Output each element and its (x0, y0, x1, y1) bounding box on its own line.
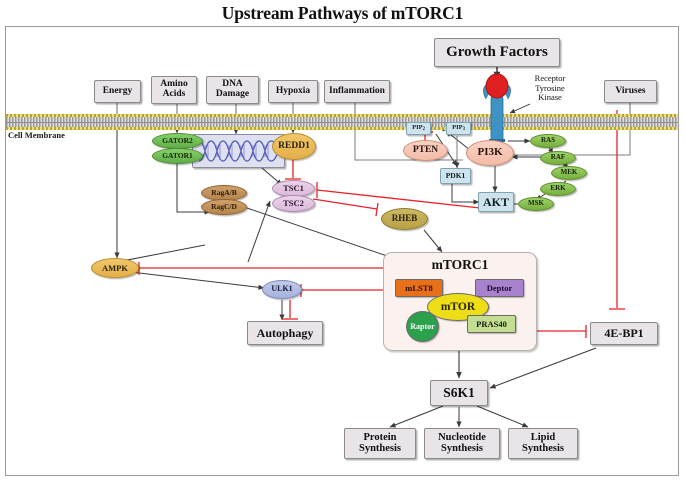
output-label-s6k1: S6K1 (443, 385, 475, 401)
rtk-label-line3: Kinase (538, 92, 562, 103)
node-label-tsc1: TSC1 (283, 183, 304, 194)
node-gator1[interactable]: GATOR1 (152, 148, 203, 164)
stimulus-box-dna-damage[interactable]: DNA Damage (206, 76, 259, 104)
node-gator2[interactable]: GATOR2 (152, 133, 203, 149)
node-label-ras: RAS (540, 136, 555, 145)
stimulus-box-viruses[interactable]: Viruses (604, 80, 657, 103)
subunit-label-deptor: Deptor (486, 283, 513, 293)
rtk-label-line2: Tyrosine (535, 82, 565, 93)
output-label-nucleotide-synthesis: Synthesis (440, 442, 483, 454)
output-box-4ebp1[interactable]: 4E-BP1 (590, 322, 658, 345)
dna-double-helix-box (192, 134, 285, 168)
stimulus-label-growth-factors: Growth Factors (446, 43, 548, 60)
membrane-outer-heads (6, 114, 678, 117)
membrane-inner-heads (6, 127, 678, 130)
output-box-protein-synthesis[interactable]: Protein Synthesis (344, 428, 416, 459)
cell-membrane-bilayer (6, 114, 678, 130)
node-label-pten: PTEN (412, 144, 439, 155)
page-title: Upstream Pathways of mTORC1 (221, 3, 464, 23)
stimulus-box-inflammation[interactable]: Inflammation (324, 80, 390, 103)
output-label-protein: Protein (363, 431, 397, 443)
node-erk[interactable]: ERK (540, 182, 576, 196)
subunit-label-raptor: Raptor (410, 322, 435, 331)
node-pten[interactable]: PTEN (403, 140, 448, 161)
node-label-rag-ab: RagA/B (211, 188, 237, 198)
rtk-label-line1: Receptor (534, 73, 566, 83)
stimulus-box-growth-factors[interactable]: Growth Factors (434, 38, 560, 67)
node-pdk1[interactable]: PDK1 (440, 168, 471, 184)
node-label-gator1: GATOR1 (162, 151, 193, 161)
node-pip3[interactable]: PIP3 (446, 122, 471, 135)
stimulus-box-amino-acids[interactable]: Amino Acids (151, 76, 197, 104)
output-label-lipid: Lipid (530, 431, 556, 443)
node-label-rheb: RHEB (391, 213, 418, 224)
receptor-tyrosine-kinase-label: Receptor Tyrosine Kinase (515, 73, 585, 103)
subunit-pras40[interactable]: PRAS40 (467, 315, 516, 333)
node-label-msk: MSK (528, 199, 544, 208)
stimulus-label-inflammation: Inflammation (329, 85, 385, 96)
stimulus-label-energy: Energy (102, 85, 133, 96)
node-tsc2[interactable]: TSC2 (272, 195, 315, 212)
subunit-label-mtor: mTOR (440, 301, 476, 313)
membrane-midline (6, 121, 678, 123)
node-rheb[interactable]: RHEB (381, 208, 428, 230)
node-pip2[interactable]: PIP2 (406, 122, 431, 135)
node-mek[interactable]: MEK (551, 166, 587, 180)
node-rag-cd[interactable]: RagC/D (201, 199, 247, 215)
node-label-erk: ERK (550, 184, 566, 193)
node-label-gator2: GATOR2 (162, 136, 193, 146)
output-label-4ebp1: 4E-BP1 (604, 326, 644, 341)
output-label-protein-synthesis: Synthesis (358, 442, 401, 454)
node-raf[interactable]: RAF (540, 151, 576, 165)
mtorc1-complex[interactable]: mTORC1 mLST8 Deptor mTOR Raptor PRAS40 (383, 252, 537, 351)
stimulus-box-energy[interactable]: Energy (94, 80, 141, 103)
node-label-mek: MEK (560, 168, 578, 177)
stimulus-label-acids: Acids (162, 89, 186, 99)
subunit-raptor[interactable]: Raptor (406, 311, 439, 342)
mtorc1-title: mTORC1 (431, 257, 489, 272)
output-box-s6k1[interactable]: S6K1 (430, 380, 488, 406)
node-label-ampk: AMPK (102, 262, 128, 273)
subunit-deptor[interactable]: Deptor (475, 279, 524, 297)
node-ampk[interactable]: AMPK (91, 258, 139, 278)
node-msk[interactable]: MSK (518, 197, 554, 211)
subunit-mlst8[interactable]: mLST8 (395, 279, 443, 297)
output-box-lipid-synthesis[interactable]: Lipid Synthesis (508, 428, 578, 459)
node-ulk1[interactable]: ULK1 (262, 280, 302, 299)
output-label-autophagy: Autophagy (256, 325, 314, 340)
node-label-pi3k: PI3K (477, 146, 503, 159)
node-label-pip3: PIP3 (452, 123, 465, 132)
node-ras[interactable]: RAS (530, 134, 566, 148)
node-label-ulk1: ULK1 (271, 284, 293, 294)
node-label-rag-cd: RagC/D (211, 202, 237, 212)
dna-helix-icon (198, 140, 279, 162)
stimulus-box-hypoxia[interactable]: Hypoxia (268, 80, 318, 103)
subunit-label-pras40: PRAS40 (476, 319, 507, 329)
node-redd1[interactable]: REDD1 (272, 133, 316, 160)
node-label-pip2: PIP2 (412, 123, 425, 132)
cell-membrane-label: Cell Membrane (8, 130, 65, 140)
output-label-lipid-synthesis: Synthesis (521, 442, 564, 454)
stimulus-label-damage: Damage (215, 89, 250, 99)
node-label-pdk1: PDK1 (445, 171, 466, 181)
node-label-raf: RAF (550, 153, 566, 162)
stimulus-label-amino: Amino (160, 79, 188, 90)
subunit-label-mlst8: mLST8 (405, 283, 433, 293)
stimulus-label-hypoxia: Hypoxia (275, 85, 311, 96)
output-box-nucleotide-synthesis[interactable]: Nucleotide Synthesis (424, 428, 500, 459)
node-label-akt: AKT (482, 194, 509, 209)
output-box-autophagy[interactable]: Autophagy (247, 321, 323, 345)
output-label-nucleotide: Nucleotide (438, 431, 486, 443)
node-pi3k[interactable]: PI3K (466, 140, 514, 166)
stimulus-label-dna: DNA (222, 79, 243, 90)
node-akt[interactable]: AKT (478, 192, 514, 212)
node-label-redd1: REDD1 (278, 140, 310, 151)
stimulus-label-viruses: Viruses (615, 85, 646, 96)
node-label-tsc2: TSC2 (283, 198, 304, 209)
